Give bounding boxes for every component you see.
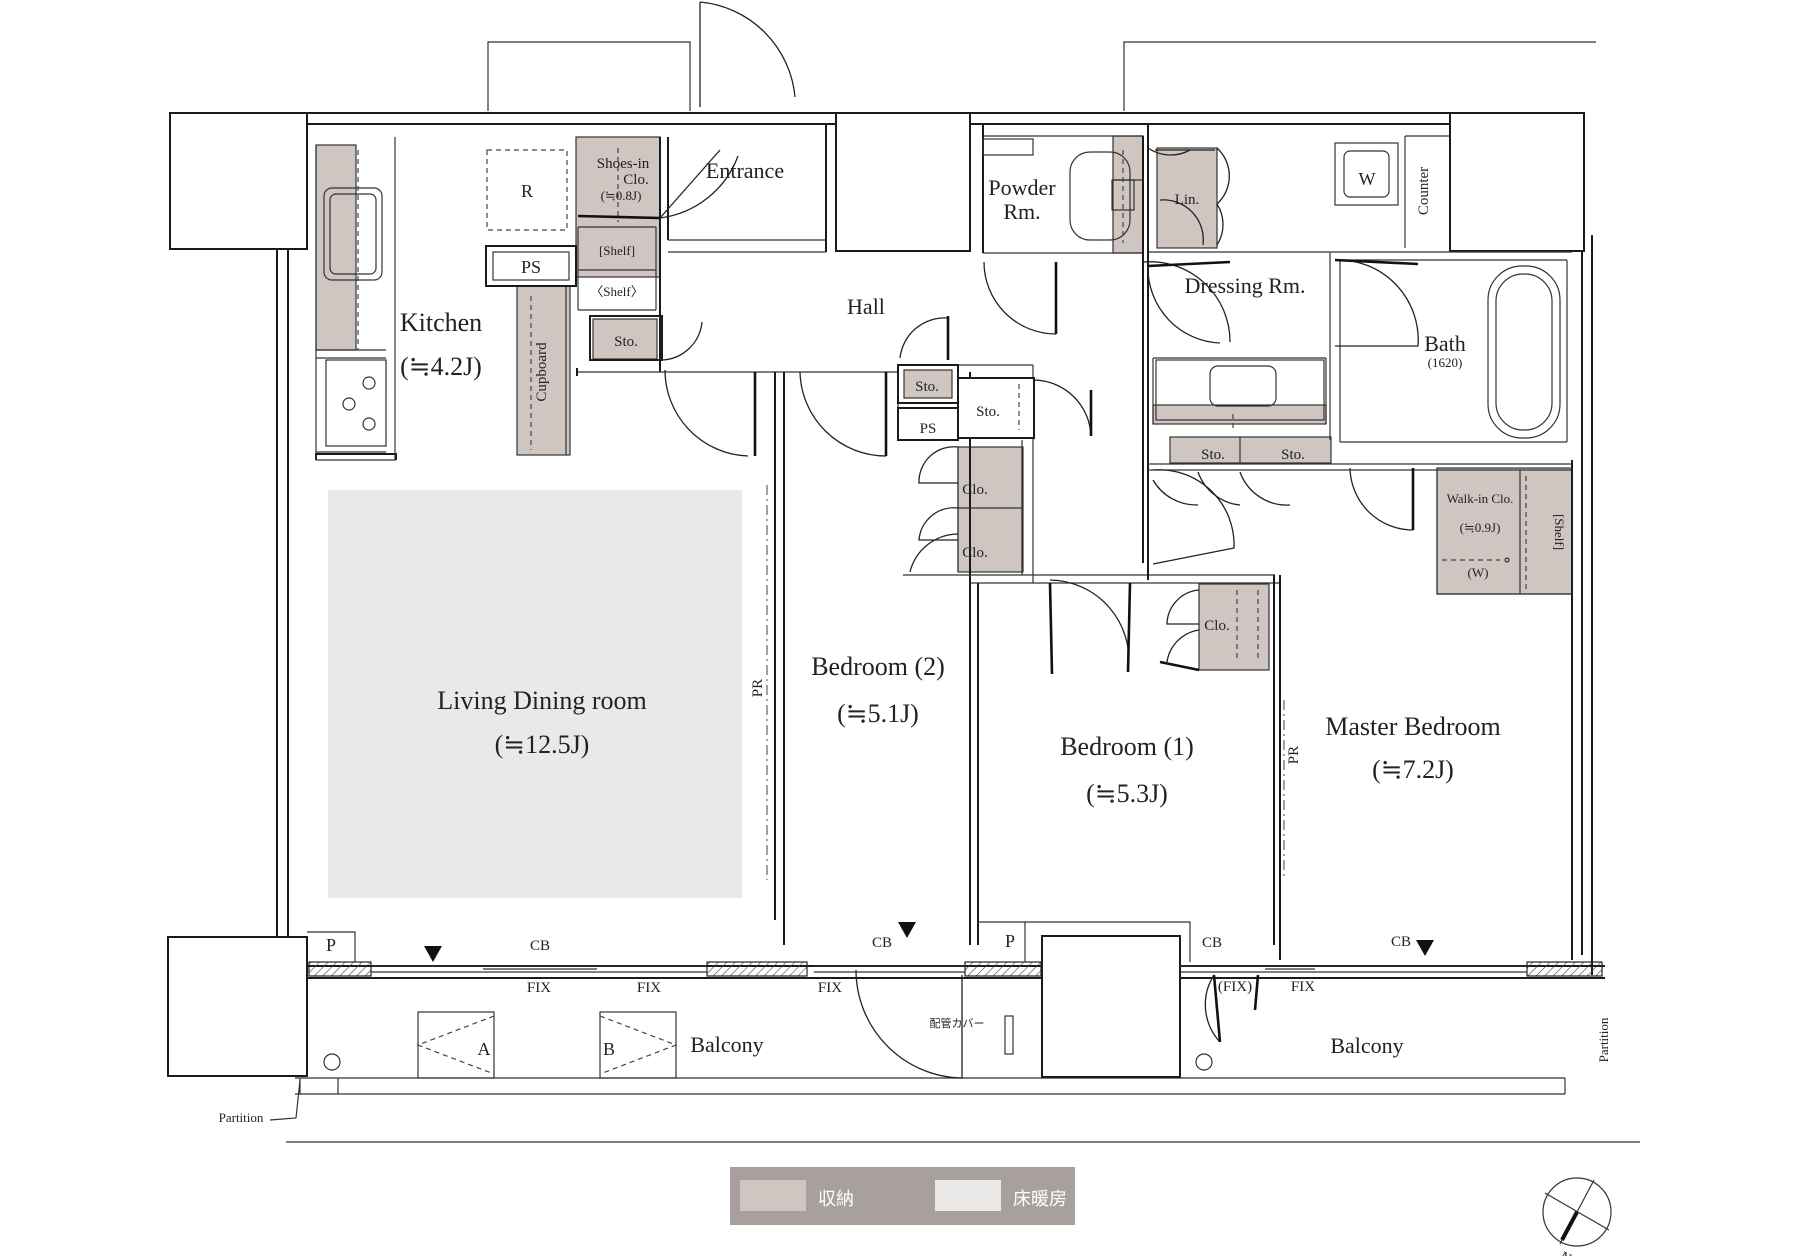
bedroom2-name: Bedroom (2) — [811, 652, 945, 681]
pr-label: PR — [750, 679, 766, 697]
walkin-closet-washer: (W) — [1468, 565, 1489, 580]
unit-b-label: B — [603, 1039, 615, 1059]
storage-label: Sto. — [915, 379, 939, 395]
cb-label: CB — [530, 938, 550, 954]
master-bedroom-name: Master Bedroom — [1325, 712, 1500, 741]
fridge — [486, 149, 568, 231]
ac-unit-a — [416, 1011, 495, 1079]
fix-label: FIX — [637, 980, 661, 996]
legend-storage-swatch — [740, 1180, 806, 1211]
closet-label: Clo. — [962, 482, 987, 498]
shoes-closet-size: (≒0.8J) — [601, 188, 642, 203]
fix-label: FIX — [527, 980, 551, 996]
ac-unit-b — [599, 1011, 678, 1079]
fix-label-paren: (FIX) — [1218, 979, 1252, 995]
cb-label: CB — [872, 935, 892, 951]
washer — [1334, 142, 1399, 206]
compass-north: N — [1556, 1248, 1574, 1256]
cb-marker — [424, 946, 442, 962]
storage-label: Sto. — [614, 334, 638, 350]
living-name: Living Dining room — [437, 686, 646, 715]
powder-room-line2: Rm. — [1003, 199, 1040, 224]
compass — [1542, 1177, 1612, 1247]
p-label: P — [326, 935, 336, 955]
hall-ps-label: PS — [920, 421, 937, 437]
legend-floor-heating-label: 床暖房 — [1013, 1189, 1067, 1210]
storage-label: Sto. — [976, 404, 1000, 420]
hall-label: Hall — [847, 294, 885, 319]
shoes-closet-line2: Clo. — [623, 172, 648, 188]
cb-label: CB — [1391, 934, 1411, 950]
pr-label: PR — [1286, 746, 1302, 764]
fridge-label: R — [521, 181, 533, 201]
column — [169, 112, 308, 250]
kitchen-sink — [323, 187, 383, 281]
p-label: P — [1005, 931, 1015, 951]
dressing-room-label: Dressing Rm. — [1185, 273, 1306, 298]
bedroom1-size: (≒5.3J) — [1086, 779, 1168, 808]
interior-walls — [315, 124, 1573, 960]
washer-label: W — [1359, 169, 1376, 189]
legend-storage-label: 収納 — [818, 1189, 854, 1210]
bath-name: Bath — [1424, 331, 1466, 356]
cooktop — [325, 359, 387, 447]
cupboard-label: Cupboard — [534, 342, 550, 402]
fix-label: FIX — [1291, 979, 1315, 995]
washer-drum — [1343, 150, 1390, 198]
cb-label: CB — [1202, 935, 1222, 951]
linen-closet-label: Lin. — [1175, 192, 1200, 208]
kitchen-name: Kitchen — [400, 308, 482, 337]
kitchen-ps-label: PS — [521, 257, 541, 277]
doors — [577, 1, 1419, 1079]
column — [1449, 112, 1585, 252]
pipe-cover-label: 配管カバー — [930, 1016, 985, 1030]
balcony-left-label: Balcony — [690, 1032, 763, 1057]
counter-label: Counter — [1416, 167, 1432, 215]
column — [835, 112, 971, 252]
kitchen-ps-box — [485, 245, 577, 287]
walkin-closet-line1: Walk-in Clo. — [1447, 491, 1514, 506]
floor-heating-area — [328, 490, 742, 898]
storage-label: Sto. — [1201, 447, 1225, 463]
bedroom2-size: (≒5.1J) — [837, 699, 919, 728]
shoes-closet-line1: Shoes-in — [597, 156, 650, 172]
bathtub — [1487, 265, 1561, 439]
unit-a-label: A — [478, 1039, 491, 1059]
legend-floor-heating-swatch — [935, 1180, 1001, 1211]
closet-label: Clo. — [962, 545, 987, 561]
shelf-label: 〈Shelf〉 — [590, 284, 643, 299]
vanity — [1155, 359, 1325, 421]
windows — [308, 961, 1603, 977]
closet-label: Clo. — [1204, 618, 1229, 634]
walkin-closet-size: (≒0.9J) — [1460, 520, 1501, 535]
cb-marker — [898, 922, 916, 938]
ps-zones — [487, 41, 1596, 111]
column — [167, 936, 308, 1077]
entrance-label: Entrance — [706, 158, 784, 183]
partition-label: Partition — [219, 1110, 264, 1125]
walkin-shelf-label: [Shelf] — [1552, 514, 1567, 550]
partition-label: Partition — [1596, 1017, 1611, 1062]
bedroom1-name: Bedroom (1) — [1060, 732, 1194, 761]
powder-room-line1: Powder — [988, 175, 1056, 200]
fix-label: FIX — [818, 980, 842, 996]
balcony-right-label: Balcony — [1330, 1033, 1403, 1058]
legend: 収納 床暖房 — [730, 1167, 1075, 1225]
living-size: (≒12.5J) — [495, 730, 590, 759]
bath-size: (1620) — [1428, 355, 1463, 370]
storage-label: Sto. — [1281, 447, 1305, 463]
column — [1041, 935, 1181, 1078]
cb-marker — [1416, 940, 1434, 956]
shelf-label: [Shelf] — [599, 243, 635, 258]
master-bedroom-size: (≒7.2J) — [1372, 755, 1454, 784]
kitchen-size: (≒4.2J) — [400, 352, 482, 381]
